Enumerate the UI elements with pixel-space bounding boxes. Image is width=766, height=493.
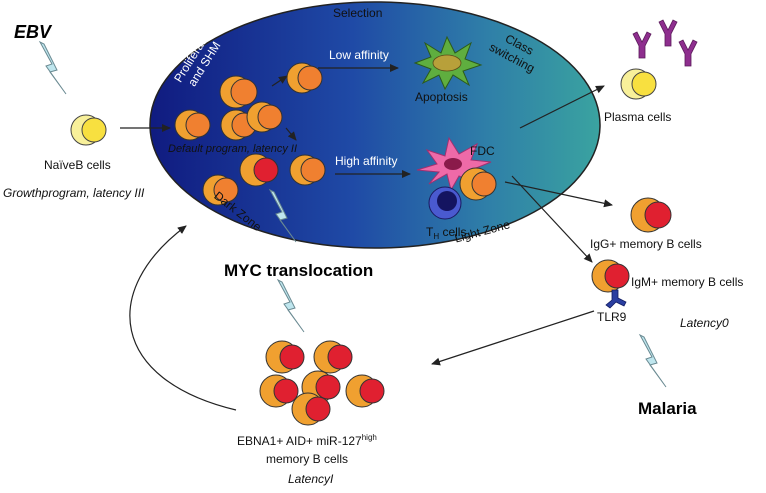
ebna-label: EBNA1+ AID+ miR-127high: [237, 433, 377, 448]
orange-cell: [246, 101, 283, 133]
orange-cell: [286, 62, 323, 94]
selection-label: Selection: [333, 6, 382, 20]
arrow: [285, 127, 297, 141]
ebna-label-2: memory B cells: [266, 452, 348, 466]
orange-cell: [219, 75, 258, 109]
latency0-label: Latency0: [680, 316, 729, 330]
tlr9-label: TLR9: [597, 310, 627, 324]
fdc-label: FDC: [470, 144, 495, 158]
orange-cell: [174, 109, 211, 141]
memory-cell: [313, 340, 353, 374]
memory-cell: [265, 340, 305, 374]
low-affinity-label: Low affinity: [329, 48, 389, 62]
lightning-icon: [39, 41, 67, 95]
antibody-icon: [658, 19, 678, 47]
myc-translocation-label: MYC translocation: [224, 261, 373, 280]
lightning-icon: [277, 279, 305, 333]
igg-memory-cell: [630, 197, 672, 233]
lightning-icon: [639, 334, 667, 388]
latency1-label: LatencyI: [288, 472, 334, 486]
ebv-label: EBV: [14, 22, 53, 42]
igm-memory-cell: [591, 259, 630, 293]
tlr9-receptor-icon: [605, 289, 627, 309]
memory-cell: [259, 374, 299, 408]
orange-cell: [289, 154, 326, 186]
apoptosis-label: Apoptosis: [415, 90, 468, 104]
th-cell: [428, 186, 462, 220]
red-cell: [239, 153, 279, 187]
plasma-cells-label: Plasma cells: [604, 110, 671, 124]
arrow: [431, 310, 595, 366]
orange-cell: [202, 174, 239, 206]
high-affinity-label: High affinity: [335, 154, 397, 168]
orange-cell: [220, 109, 257, 141]
arrow: [129, 225, 237, 411]
arrow: [511, 175, 593, 263]
memory-cell: [345, 374, 385, 408]
antibody-icon: [678, 39, 698, 67]
igm-memory-label: IgM+ memory B cells: [631, 275, 743, 289]
th-cells-label: TH cells: [426, 225, 466, 241]
memory-cell: [291, 392, 331, 426]
germinal-center: [149, 1, 601, 249]
igg-memory-label: IgG+ memory B cells: [590, 237, 702, 251]
naive-b-label: NaïveB cells: [44, 158, 111, 172]
arrow: [504, 181, 613, 208]
arrow: [271, 75, 288, 87]
orange-cell: [459, 167, 497, 201]
malaria-label: Malaria: [638, 399, 697, 418]
antibody-icon: [632, 31, 652, 59]
naive-b-cell: [70, 114, 107, 146]
growth-program-label: Growthprogram, latency III: [3, 186, 145, 200]
apoptosis-icon: [413, 35, 483, 91]
arrow: [519, 85, 605, 129]
plasma-cell: [620, 68, 657, 100]
default-program-label: Default program, latency II: [168, 143, 297, 155]
